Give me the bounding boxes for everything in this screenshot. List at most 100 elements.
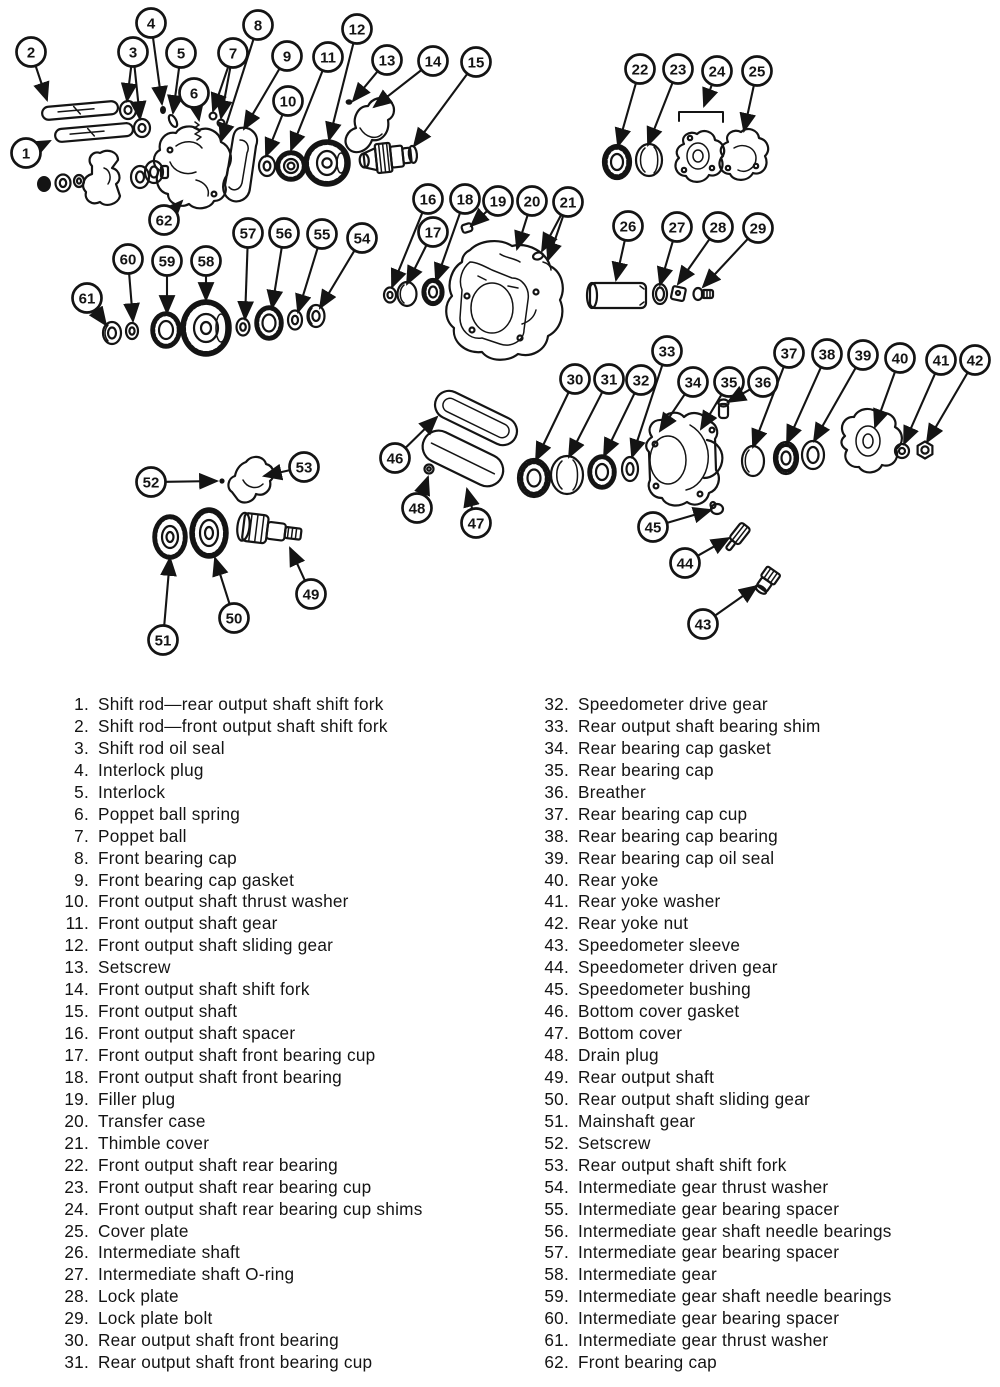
part-front-bearing-cap-gasket — [222, 126, 259, 203]
callout-11: 11 — [289, 41, 344, 152]
part-poppet-ball-spring — [193, 121, 202, 141]
part-name: Front output shaft shift fork — [98, 979, 310, 1000]
callout-circle — [295, 578, 327, 610]
part-name: Intermediate gear bearing spacer — [578, 1198, 840, 1219]
part-speedometer-drive-gear — [587, 454, 617, 490]
callout-leader-line — [412, 73, 468, 148]
callout-leader-line — [187, 100, 204, 123]
callout-leader-line — [129, 67, 147, 122]
callout-leader-line — [463, 486, 480, 509]
part-number: 15. — [64, 1001, 89, 1022]
part-number: 3. — [74, 737, 89, 758]
callout-57: 57 — [232, 217, 264, 322]
parts-list-item: 35.Rear bearing cap — [536, 760, 996, 782]
callout-circle — [959, 344, 991, 376]
callout-leader-line — [702, 85, 719, 108]
part-number: 36. — [544, 781, 569, 802]
part-shift-rod-front-output — [41, 100, 120, 121]
parts-list-item: 16.Front output shaft spacer — [56, 1023, 516, 1045]
callout-leader-line — [658, 394, 686, 433]
parts-list-item: 44.Speedometer driven gear — [536, 957, 996, 979]
callout-leader-line — [812, 367, 857, 443]
callout-circle — [117, 36, 149, 68]
callout-circle — [811, 338, 843, 370]
callout-number: 18 — [457, 192, 474, 209]
part-name: Poppet ball — [98, 825, 187, 846]
part-front-output-thrust-washer — [257, 154, 277, 178]
callout-27: 27 — [656, 211, 693, 288]
callout-leader-line — [786, 367, 822, 445]
part-number: 42. — [544, 913, 569, 934]
part-name: Rear yoke — [578, 869, 659, 890]
callout-leader-line — [266, 248, 284, 311]
part-number: 54. — [544, 1176, 569, 1197]
part-rear-bearing-cap-bearing — [772, 440, 800, 476]
part-front-output-front-bearing — [421, 277, 445, 307]
callout-number: 53 — [296, 460, 313, 477]
callout-45: 45 — [637, 506, 714, 543]
callout-circle — [312, 41, 344, 73]
part-name: Rear output shaft front bearing — [98, 1330, 339, 1351]
callout-number: 24 — [709, 64, 726, 81]
part-drain-plug — [423, 463, 435, 475]
part-number: 35. — [544, 759, 569, 780]
parts-list-item: 10.Front output shaft thrust washer — [56, 891, 516, 913]
callout-24: 24 — [701, 55, 733, 108]
parts-list-item: 48.Drain plug — [536, 1045, 996, 1067]
callout-circle — [147, 624, 179, 656]
part-intermediate-needle-bearings-right — [254, 305, 284, 341]
callout-circle — [417, 216, 449, 248]
callout-leader-line — [656, 241, 674, 288]
callout-number: 25 — [749, 64, 766, 81]
parts-list-item: 25.Cover plate — [56, 1221, 516, 1243]
callout-circle — [268, 217, 300, 249]
callout-circle — [559, 363, 591, 395]
part-name: Bottom cover — [578, 1023, 683, 1044]
part-name: Shift rod oil seal — [98, 737, 225, 758]
callout-4: 4 — [135, 7, 168, 107]
callout-number: 16 — [420, 192, 437, 209]
callout-leader-line — [289, 71, 324, 152]
part-bottom-cover-gasket — [433, 389, 519, 447]
part-rear-bearing-cap — [645, 411, 724, 507]
callout-leader-line — [699, 394, 723, 431]
callout-number: 31 — [601, 372, 618, 389]
callout-13: 13 — [351, 44, 403, 103]
parts-list-item: 20.Transfer case — [56, 1111, 516, 1133]
part-name: Mainshaft gear — [578, 1110, 696, 1131]
callout-circle — [677, 366, 709, 398]
parts-list-item: 55.Intermediate gear bearing spacer — [536, 1199, 996, 1221]
callout-circle — [651, 335, 683, 367]
part-name: Intermediate gear thrust washer — [578, 1176, 829, 1197]
callout-number: 37 — [781, 346, 798, 363]
callout-circle — [371, 44, 403, 76]
callout-number: 51 — [155, 633, 172, 650]
callout-52: 52 — [135, 466, 220, 498]
parts-list-item: 27.Intermediate shaft O-ring — [56, 1264, 516, 1286]
parts-list-item: 57.Intermediate gear bearing spacer — [536, 1242, 996, 1264]
callout-number: 21 — [560, 195, 577, 212]
part-number: 34. — [544, 737, 569, 758]
parts-list-item: 36.Breather — [536, 782, 996, 804]
part-lock-plate — [669, 285, 687, 303]
callout-number: 1 — [22, 146, 30, 163]
parts-list-item: 56.Intermediate gear shaft needle bearin… — [536, 1221, 996, 1243]
part-name: Intermediate gear bearing spacer — [578, 1242, 840, 1263]
callout-42: 42 — [925, 344, 991, 444]
callout-number: 17 — [425, 225, 442, 242]
callout-number: 60 — [120, 252, 137, 269]
callout-15: 15 — [412, 46, 492, 148]
part-rear-output-front-bearing-cup — [549, 454, 585, 496]
callout-leader-line — [701, 238, 749, 289]
parts-list-item: 4.Interlock plug — [56, 760, 516, 782]
callout-28: 28 — [676, 211, 734, 286]
callout-48: 48 — [401, 475, 433, 524]
part-name: Speedometer sleeve — [578, 935, 741, 956]
part-number: 19. — [64, 1088, 89, 1109]
callout-number: 58 — [198, 254, 215, 271]
callout-6: 6 — [178, 77, 210, 123]
callout-circle — [135, 7, 167, 39]
part-number: 62. — [544, 1352, 569, 1373]
part-speedometer-driven-gear — [725, 522, 751, 552]
